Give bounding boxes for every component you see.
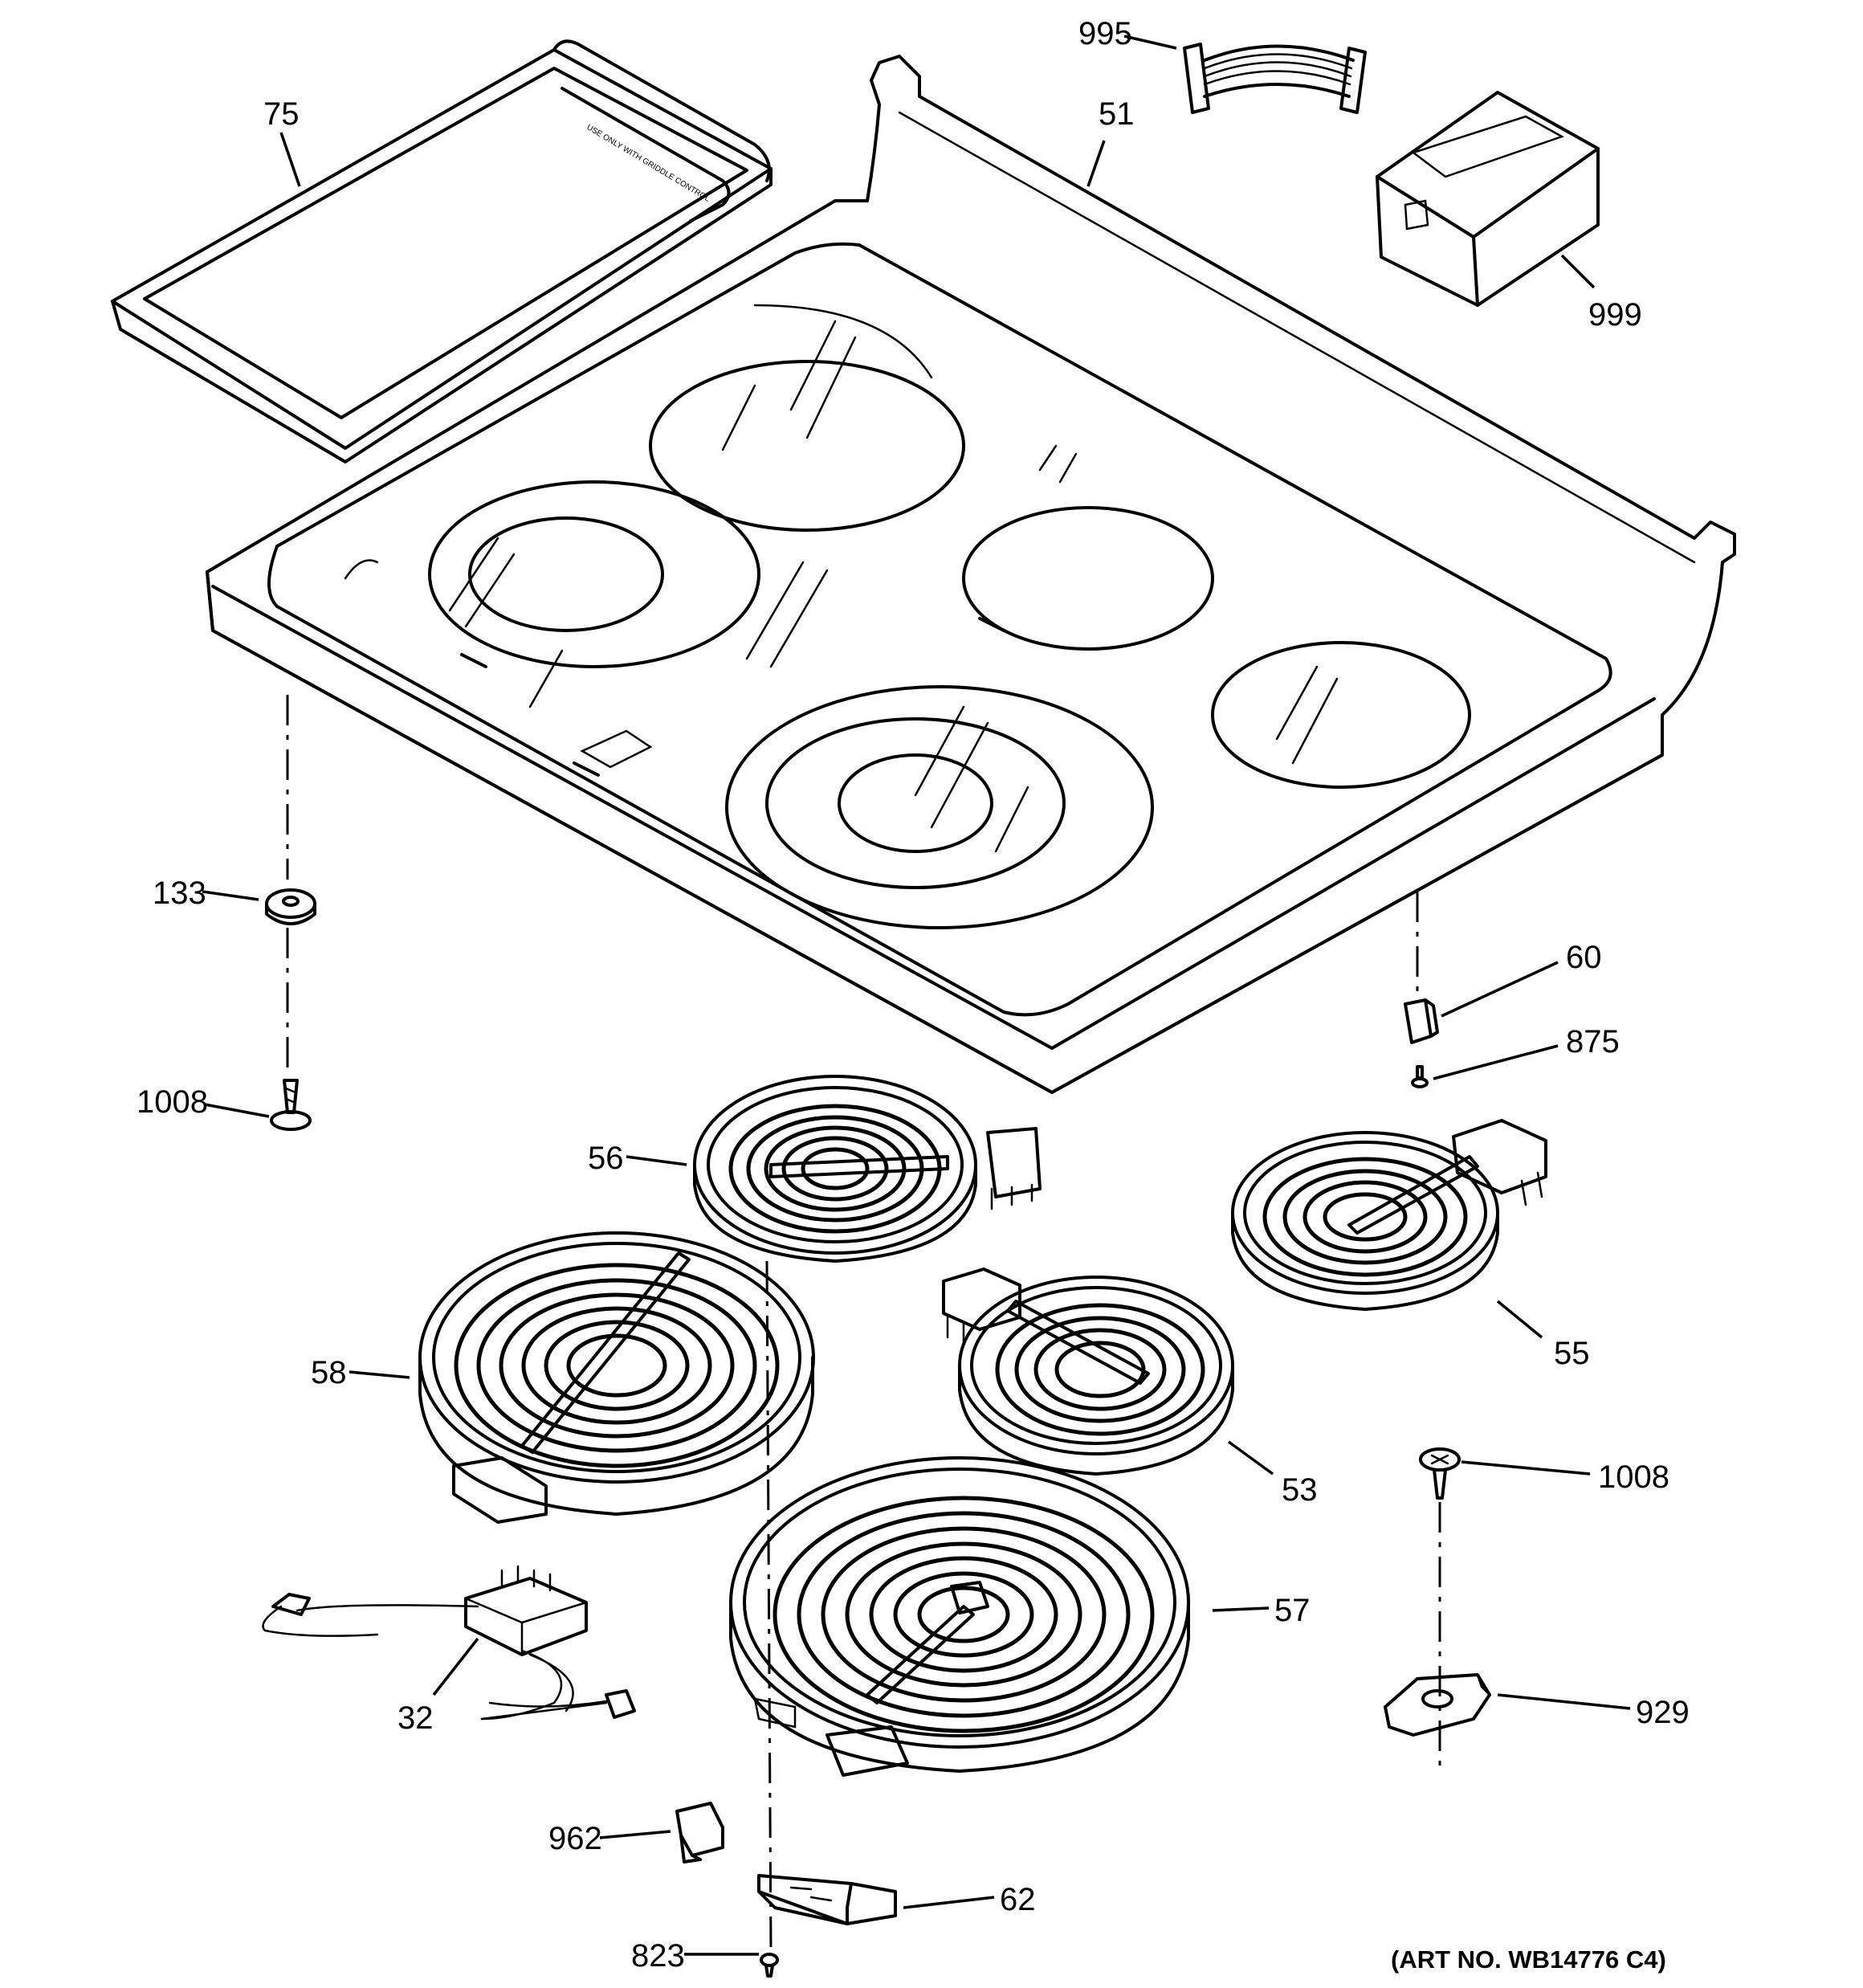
switch-part-32	[262, 1565, 636, 1721]
bracket-part-62	[757, 1874, 897, 1925]
callout-60: 60	[1566, 940, 1602, 975]
screw-part-1008-right	[1419, 1447, 1461, 1500]
callout-62: 62	[1000, 1882, 1036, 1917]
cooktop-glass-part-51	[206, 55, 1736, 1094]
heating-element-part-55	[1231, 1119, 1547, 1311]
harness-part-995	[1183, 43, 1367, 114]
callout-labels: 995 75 51 999 133 1008 60 875 56 58 55 5…	[137, 16, 1690, 1974]
callout-962: 962	[548, 1821, 602, 1856]
screw-part-1008-left	[270, 1079, 312, 1131]
callout-51: 51	[1099, 96, 1135, 132]
callout-75: 75	[263, 96, 300, 132]
bracket-part-929	[1384, 1673, 1491, 1737]
heating-element-part-53	[942, 1268, 1234, 1476]
griddle-part-75: USE ONLY WITH GRIDDLE CONTROL	[111, 39, 773, 463]
callout-58: 58	[311, 1355, 347, 1390]
callout-55: 55	[1554, 1336, 1590, 1371]
callout-1008: 1008	[137, 1084, 208, 1120]
callout-999: 999	[1588, 297, 1642, 333]
box-part-999	[1376, 91, 1600, 307]
callout-133: 133	[153, 876, 206, 911]
heating-element-part-58	[418, 1231, 815, 1524]
callout-995: 995	[1078, 16, 1132, 51]
callout-32: 32	[397, 1700, 434, 1736]
screw-part-875	[1411, 1065, 1429, 1088]
grommet-part-133	[265, 888, 316, 925]
callout-56: 56	[588, 1141, 624, 1176]
callout-823: 823	[631, 1938, 685, 1974]
callout-57: 57	[1274, 1593, 1311, 1628]
callout-53: 53	[1282, 1472, 1318, 1508]
art-number: (ART NO. WB14776 C4)	[1391, 1945, 1666, 1974]
assembly-lines	[286, 695, 1441, 1953]
callout-929: 929	[1636, 1695, 1690, 1730]
clip-part-962	[675, 1802, 724, 1863]
heating-element-part-57	[729, 1456, 1190, 1777]
callout-875: 875	[1566, 1024, 1620, 1059]
leader-lines	[202, 35, 1631, 1956]
heating-element-part-56	[693, 1075, 1042, 1263]
screw-part-823	[760, 1953, 779, 1978]
clip-part-60	[1404, 998, 1439, 1044]
callout-1008-b: 1008	[1598, 1459, 1669, 1495]
